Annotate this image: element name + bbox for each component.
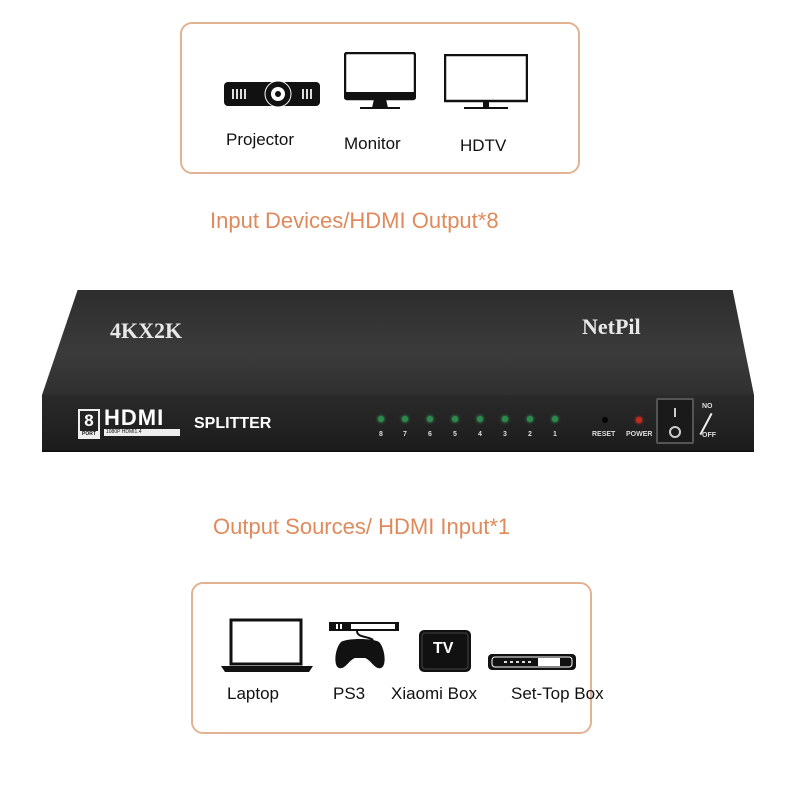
switch-off-mark: [669, 426, 681, 438]
led-number: 7: [403, 431, 407, 438]
power-led: [636, 417, 642, 423]
switch-off-label: OFF: [702, 432, 716, 439]
power-label: POWER: [626, 431, 653, 438]
port-led-4: [477, 416, 483, 422]
device-label-monitor: Monitor: [344, 134, 401, 153]
switch-on-mark: [674, 408, 676, 417]
led-number: 2: [528, 431, 532, 438]
hdmi-logo: HDMI 1080P HDMI1.4: [104, 407, 180, 437]
resolution-label: 4KX2K: [110, 318, 183, 343]
reset-button[interactable]: [602, 417, 608, 423]
switch-on-label: NO: [702, 403, 713, 410]
port-led-6: [427, 416, 433, 422]
ps3-controller-icon: [329, 622, 399, 669]
caption-output: Input Devices/HDMI Output*8: [210, 208, 499, 233]
led-number: 6: [428, 431, 432, 438]
port-led-2: [527, 416, 533, 422]
source-label-laptop: Laptop: [227, 684, 279, 703]
port-led-5: [452, 416, 458, 422]
port-count-badge: 8 PORT: [78, 409, 100, 439]
port-led-8: [378, 416, 384, 422]
led-number: 5: [453, 431, 457, 438]
power-switch[interactable]: [656, 398, 694, 444]
port-led-3: [502, 416, 508, 422]
brand-label: NetPil: [582, 314, 641, 339]
reset-label: RESET: [592, 431, 616, 438]
splitter-top-surface: [42, 290, 754, 395]
source-label-set-top-box: Set-Top Box: [511, 684, 604, 703]
source-label-ps3: PS3: [333, 684, 366, 703]
device-label-hdtv: HDTV: [460, 136, 507, 155]
tv-box-icon: [419, 630, 471, 672]
projector-icon: [224, 80, 320, 108]
led-number: 8: [379, 431, 383, 438]
port-led-1: [552, 416, 558, 422]
port-led-7: [402, 416, 408, 422]
device-label-projector: Projector: [226, 130, 295, 149]
set-top-box-icon: [488, 654, 576, 670]
monitor-icon: [344, 52, 416, 109]
input-sources-panel: TV Laptop PS3 Xiaomi Box Set-Top Box: [191, 582, 604, 734]
led-number: 3: [503, 431, 507, 438]
led-number: 1: [553, 431, 557, 438]
caption-input: Output Sources/ HDMI Input*1: [213, 514, 511, 539]
splitter-front-panel: [42, 395, 754, 452]
source-label-xiaomi-box: Xiaomi Box: [391, 684, 477, 703]
laptop-icon: [221, 618, 313, 672]
led-number: 4: [478, 431, 482, 438]
tv-icon: [444, 54, 528, 109]
tv-badge: TV: [433, 640, 454, 657]
hdmi-splitter-device: 4KX2K NetPil 8 PORT HDMI 1080P HDMI1.4 S…: [42, 290, 754, 452]
splitter-type-label: SPLITTER: [194, 415, 272, 432]
output-devices-panel: Projector Monitor HDTV: [180, 22, 580, 174]
